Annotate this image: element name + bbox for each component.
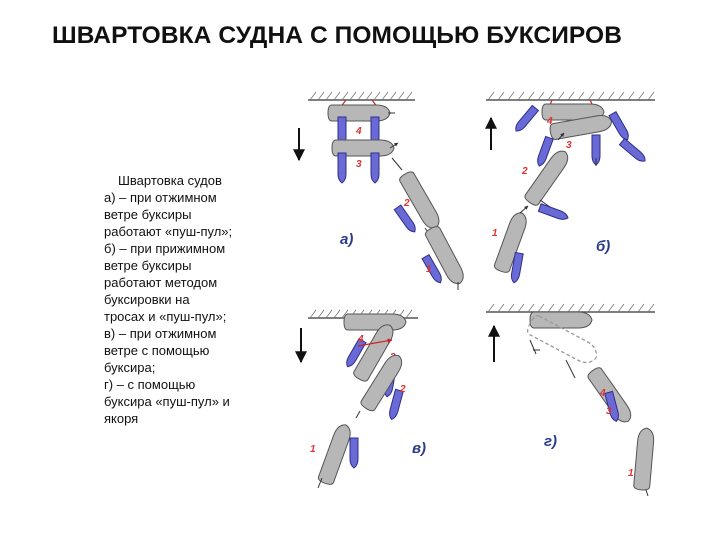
ship-icon bbox=[327, 104, 391, 122]
pier-g bbox=[486, 303, 655, 313]
panel-a: 4 3 2 1 а) bbox=[293, 91, 468, 290]
caption-line: ветре с помощью bbox=[104, 343, 210, 358]
tug-number: 4 bbox=[355, 126, 362, 137]
caption-line: Швартовка судов bbox=[118, 173, 222, 188]
tug-number: 3 bbox=[566, 140, 572, 151]
panel-b: 4 3 2 1 б) bbox=[485, 91, 655, 284]
ship-icon bbox=[423, 224, 468, 288]
tug-number: 2 bbox=[399, 384, 406, 395]
caption-line: тросах и «пуш-пул»; bbox=[104, 309, 227, 324]
caption-line: в) – при отжимном bbox=[104, 326, 217, 341]
panel-g: 4 3 1 г) bbox=[486, 303, 656, 497]
caption-line: ветре буксиры bbox=[104, 207, 192, 222]
caption-line: а) – при отжимном bbox=[104, 190, 217, 205]
ship-icon bbox=[316, 421, 354, 487]
caption-line: работают методом bbox=[104, 275, 218, 290]
tug-icon bbox=[370, 152, 380, 184]
tug-icon bbox=[537, 203, 570, 223]
tug-icon bbox=[608, 111, 632, 143]
panel-v: 4 3 2 1 в) bbox=[295, 309, 426, 489]
tug-number: 1 bbox=[492, 228, 498, 239]
panel-label: г) bbox=[544, 433, 557, 450]
caption-line: буксира; bbox=[104, 360, 156, 375]
panel-label: б) bbox=[596, 238, 610, 255]
ship-icon bbox=[522, 146, 573, 208]
tug-number: 3 bbox=[356, 159, 362, 170]
tug-number: 4 bbox=[357, 334, 364, 345]
tug-number: 4 bbox=[546, 116, 553, 127]
tug-number: 1 bbox=[426, 264, 432, 275]
tug-number: 3 bbox=[606, 406, 612, 417]
page-title: ШВАРТОВКА СУДНА С ПОМОЩЬЮ БУКСИРОВ bbox=[52, 22, 622, 49]
tug-number: 2 bbox=[521, 166, 528, 177]
caption-line: буксировки на bbox=[104, 292, 190, 307]
pier-b bbox=[486, 91, 655, 101]
caption-line: ветре буксиры bbox=[104, 258, 192, 273]
tug-icon bbox=[618, 138, 649, 165]
caption-line: работают «пуш-пул»; bbox=[104, 224, 233, 239]
tug-icon bbox=[393, 204, 419, 235]
tug-number: 1 bbox=[628, 468, 634, 479]
caption-line: б) – при прижимном bbox=[104, 241, 226, 256]
panel-label: а) bbox=[340, 231, 353, 248]
tug-icon bbox=[512, 104, 539, 135]
tug-number: 1 bbox=[310, 444, 316, 455]
caption-line: якоря bbox=[104, 411, 139, 426]
ship-icon bbox=[492, 209, 530, 275]
ship-icon bbox=[529, 311, 593, 329]
ship-icon bbox=[632, 426, 656, 492]
tug-number: 4 bbox=[599, 388, 606, 399]
pier-a bbox=[308, 91, 415, 101]
panel-label: в) bbox=[412, 440, 426, 457]
caption: Швартовка судов а) – при отжимном ветре … bbox=[104, 172, 254, 427]
tug-icon bbox=[349, 437, 359, 469]
tug-icon bbox=[337, 152, 347, 184]
ship-icon bbox=[343, 313, 407, 331]
caption-line: г) – с помощью bbox=[104, 377, 196, 392]
caption-line: буксира «пуш-пул» и bbox=[104, 394, 230, 409]
tug-number: 2 bbox=[403, 198, 410, 209]
